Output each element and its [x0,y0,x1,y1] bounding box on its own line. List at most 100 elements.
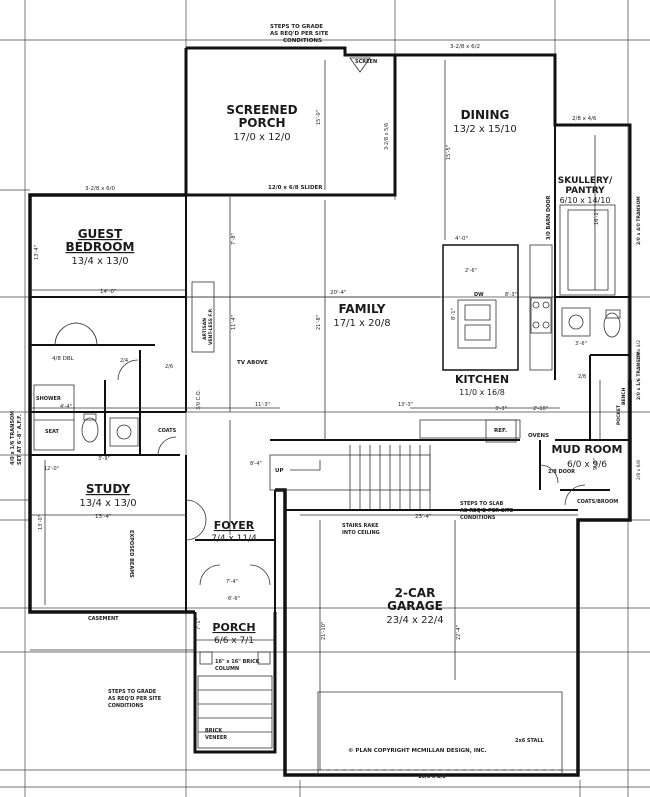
note-brick-column-2: COLUMN [215,666,239,672]
note-dw: DW [474,292,484,298]
dining-label: DINING [461,108,510,122]
dim-family-7-8: 7'-8" [231,233,237,245]
note-vent-fp: VENT-LESS F.P. [208,308,214,345]
dim-3-9: 3'-9" [98,456,110,462]
room-labels: SCREENED PORCH 17/0 x 12/0 DINING 13/2 x… [66,103,623,646]
note-up: UP [275,468,284,474]
garage-label-1: 2-CAR [395,586,436,600]
note-pocket: POCKET [616,404,622,425]
note-steps-top-2: AS REQ'D PER SITE [270,31,329,37]
dimension-labels: 3-2/8 x 6/2 2/8 x 4/6 3-2/8 x 5/6 3-2/8 … [34,44,642,640]
dim-case-opening: 3/0 C.O. [196,390,202,410]
screened-porch-size: 17/0 x 12/0 [233,132,290,143]
note-transom-left-2: SET AT 6'-8" A.F.F. [17,414,23,465]
mud-room-size: 6/0 x 9/6 [567,460,607,470]
note-screen: SCREEN [355,59,377,65]
note-stairs-rake-2: INTO CEILING [342,530,380,536]
door-swings [54,322,586,586]
plan-notes: STEPS TO GRADE AS REQ'D PER SITE CONDITI… [10,24,642,780]
dim-mud-9-6: 9'-6" [593,458,599,470]
note-brick-veneer-1: BRICK [205,728,223,734]
dim-garage-22-4: 22'-4" [456,625,462,640]
dim-family-11-4: 11'-4" [231,315,237,330]
note-ovens: OVENS [528,433,549,439]
dim-double-door: 4/8 DBL [52,356,75,362]
note-ref: REF. [494,428,507,434]
dim-foyer-7-4: 7'-4" [226,579,238,585]
note-brick-column-1: 16" x 16" BRICK [215,659,261,665]
note-bench: BENCH [621,387,627,405]
skullery-label-1: SKULLERY/ [558,176,613,186]
dim-porch-6-6: 6'-6" [228,596,240,602]
guest-bedroom-size: 13/4 x 13/0 [71,256,128,267]
dim-porch-15: 15'-0" [316,110,322,125]
dim-bedroom-14: 14'-0" [100,289,117,295]
porch-label: PORCH [212,621,255,634]
note-coats: COATS [158,428,177,434]
note-seat: SEAT [45,429,59,435]
dim-mud-door: 2/8 x 6/8 [636,460,642,480]
kitchen-label: KITCHEN [455,373,509,386]
note-slider: 12/0 x 6/8 SLIDER [268,185,323,191]
dim-hall-11-3: 11'-3" [255,402,270,408]
dim-garage-21-10: 21'-10" [321,622,327,640]
note-steps-top-1: STEPS TO GRADE [270,24,323,30]
dim-family-21-8: 21'-8" [316,315,322,330]
dim-garage-23-4: 23'-4" [415,514,432,520]
study-size: 13/4 x 13/0 [79,498,136,509]
interior-walls [30,57,630,749]
study-label: STUDY [86,482,131,496]
dim-family-20-4: 20'-4" [330,290,347,296]
screened-porch-label-1: SCREENED [226,103,297,117]
note-stall: 2x6 STALL [515,738,545,744]
note-steps-porch-1: STEPS TO GRADE [108,689,157,695]
dimension-lines [30,60,601,770]
dim-hall-13-3: 13'-3" [398,402,413,408]
dim-right-door: 2/8 x 4/2 [636,340,642,360]
note-steps-slab-1: STEPS TO SLAB [460,501,503,507]
note-steps-slab-2: AS REQ'D PER SITE [460,508,514,514]
dim-porch-window: 3-2/8 x 5/6 [384,123,390,150]
dining-size: 13/2 x 15/10 [453,124,517,135]
note-coats-broom: COATS/BROOM [577,499,618,505]
garage-size: 23/4 x 22/4 [386,615,443,626]
skullery-size: 6/10 x 14/10 [560,196,611,205]
note-exposed-beams: EXPOSED BEAMS [128,530,134,578]
dim-pantry-16-2: 16'-2" [594,210,600,225]
note-steps-porch-3: CONDITIONS [108,703,144,709]
family-label: FAMILY [339,302,386,316]
note-stairs-rake-1: STAIRS RAKE [342,523,379,529]
family-size: 17/1 x 20/8 [333,318,390,329]
screened-porch-label-2: PORCH [238,116,285,130]
dim-study-13-0: 13'-0" [38,515,44,530]
note-casement: CASEMENT [88,616,119,622]
dim-bath-4-4: 4'-4" [60,404,72,410]
kitchen-size: 11/0 x 16/8 [459,388,505,397]
dim-porch-7-1: 7'-1" [196,618,202,630]
dim-8-4: 8'-4" [250,461,262,467]
dim-door-2-8: 2/8 [578,374,586,380]
dim-kitchen-8-3: 8'-3" [505,292,517,298]
note-pantry-window: 2/0 x 4/0 TRANSOM [636,196,642,245]
dim-pantry-door: 2/8 x 4/6 [572,116,597,122]
note-copyright: © PLAN COPYRIGHT MCMILLAN DESIGN, INC. [348,748,487,754]
note-garage-door: 16/0 x 8/0 [418,774,446,780]
dim-island-seg: 2'-6" [465,268,477,274]
dim-kitchen-8-1: 8'-1" [451,308,457,320]
note-brick-veneer-2: VENEER [205,735,227,741]
dim-door-2-6: 2/6 [165,364,173,370]
guest-bedroom-label-1: GUEST [78,227,123,241]
dim-dining-15-5: 15'-5" [446,145,452,160]
mud-room-label: MUD ROOM [552,443,623,456]
note-mudroom-door: 2/8 DOOR [548,469,575,475]
foyer-label: FOYER [214,519,255,532]
guest-bedroom-label-2: BEDROOM [66,240,135,254]
garage-label-2: GARAGE [387,599,443,613]
note-artisan: ARTISAN [202,318,208,340]
dim-left-12-0: 12'-0" [44,466,59,472]
foyer-size: 7/4 x 11/4 [211,534,257,544]
dim-bedroom-13-4: 13'-4" [34,245,40,260]
note-transom-left-1: 4/0 x 1/6 TRANSOM [10,411,16,465]
skullery-label-2: PANTRY [565,186,605,196]
